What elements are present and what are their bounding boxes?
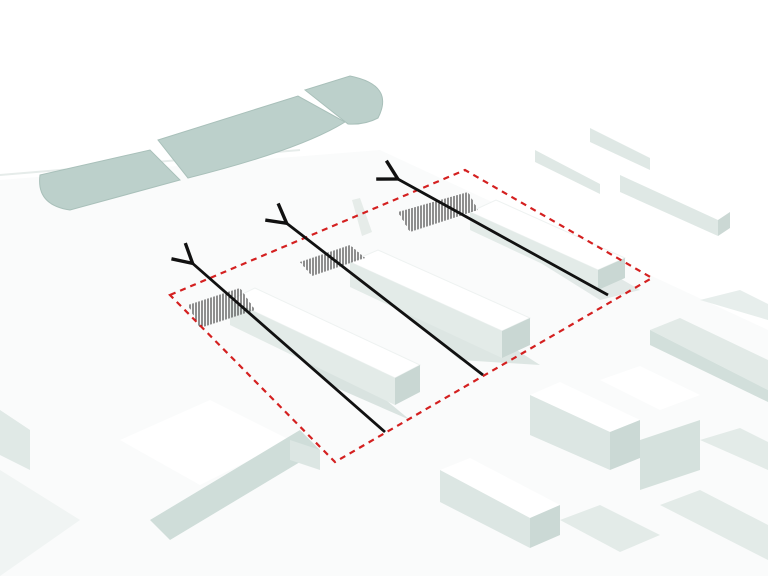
site-buildings — [228, 198, 640, 420]
hatched-zone-1 — [188, 288, 255, 328]
arrow-1 — [191, 262, 386, 434]
green-space — [39, 75, 383, 211]
context-buildings — [0, 124, 768, 576]
hatched-zone-3 — [398, 192, 478, 232]
arrow-3 — [396, 178, 609, 297]
site-boundary — [168, 168, 655, 464]
arrow-2 — [285, 222, 484, 377]
hatched-zone-2 — [300, 245, 365, 276]
direction-arrows — [191, 178, 609, 434]
hatched-zones — [188, 192, 478, 328]
